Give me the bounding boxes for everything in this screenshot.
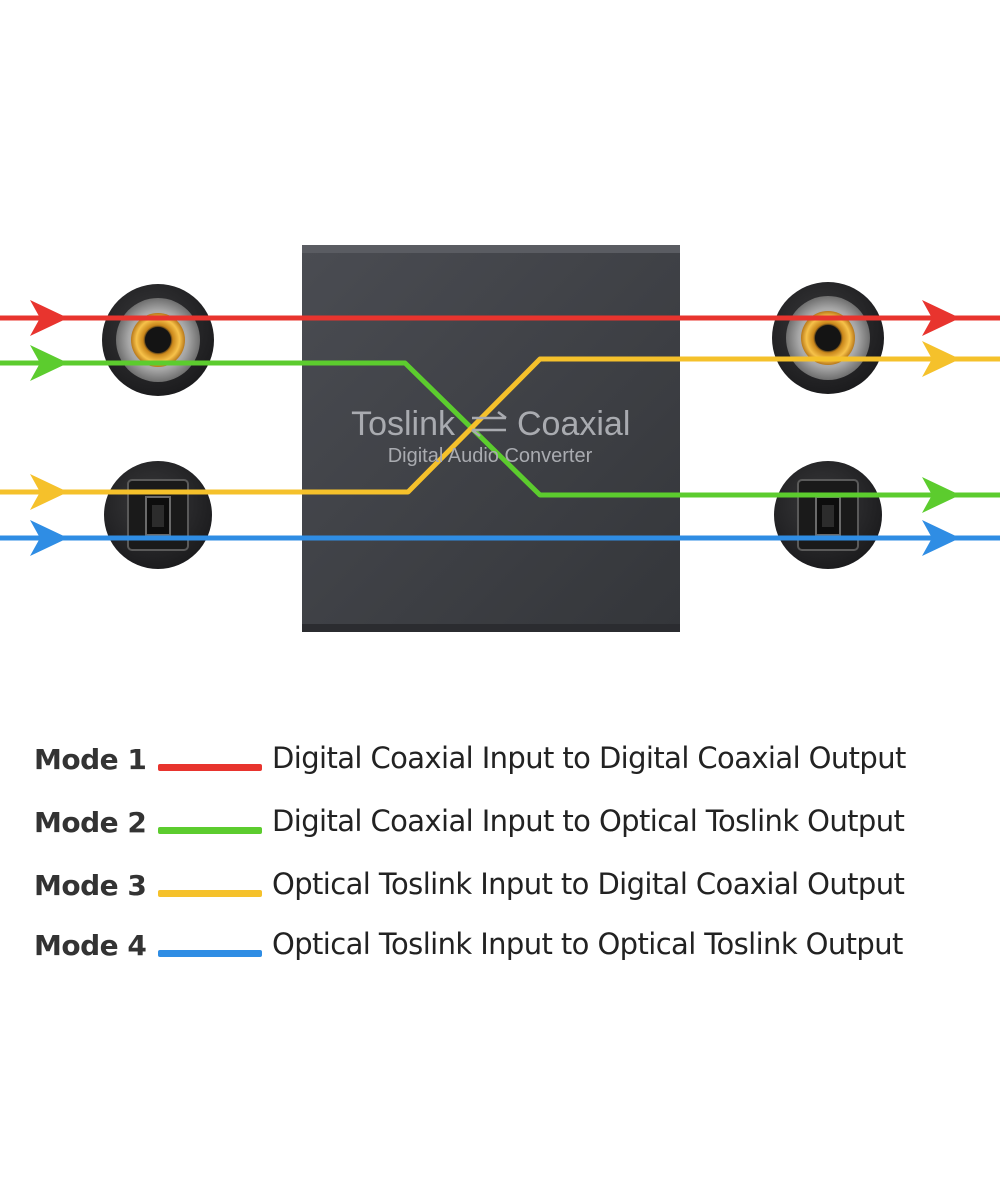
converter-box bbox=[302, 245, 680, 632]
mode-description: Optical Toslink Input to Digital Coaxial… bbox=[272, 867, 905, 901]
mode-2-arrow-in bbox=[30, 345, 68, 381]
mode-4-arrow-in bbox=[30, 520, 68, 556]
mode-label: Mode 3 bbox=[34, 869, 147, 902]
mode-color-swatch bbox=[158, 950, 262, 957]
mode-color-swatch bbox=[158, 764, 262, 771]
converter-diagram: Toslink Coaxial Digital Audio Converter bbox=[0, 245, 1000, 632]
mode-3-arrow-out bbox=[922, 341, 960, 377]
legend-row-mode-3: Mode 3 Optical Toslink Input to Digital … bbox=[0, 861, 1000, 911]
mode-label: Mode 2 bbox=[34, 806, 147, 839]
mode-color-swatch bbox=[158, 827, 262, 834]
bidirectional-arrow-icon bbox=[471, 411, 507, 437]
legend-row-mode-2: Mode 2 Digital Coaxial Input to Optical … bbox=[0, 798, 1000, 848]
mode-4-arrow-out bbox=[922, 520, 960, 556]
optical-output-port bbox=[774, 461, 882, 569]
device-title-right: Coaxial bbox=[517, 405, 630, 443]
mode-color-swatch bbox=[158, 890, 262, 897]
mode-label: Mode 4 bbox=[34, 929, 147, 962]
mode-description: Digital Coaxial Input to Optical Toslink… bbox=[272, 804, 905, 838]
mode-3-arrow-in bbox=[30, 474, 68, 510]
device-subtitle: Digital Audio Converter bbox=[388, 445, 593, 467]
mode-1-arrow-out bbox=[922, 300, 960, 336]
mode-description: Optical Toslink Input to Optical Toslink… bbox=[272, 927, 903, 961]
mode-label: Mode 1 bbox=[34, 743, 147, 776]
legend-row-mode-1: Mode 1 Digital Coaxial Input to Digital … bbox=[0, 735, 1000, 785]
device-title-left: Toslink bbox=[351, 405, 456, 443]
coaxial-input-port bbox=[102, 284, 214, 396]
coaxial-output-port bbox=[772, 282, 884, 394]
mode-3-path bbox=[0, 356, 1000, 495]
optical-input-port bbox=[104, 461, 212, 569]
legend-row-mode-4: Mode 4 Optical Toslink Input to Optical … bbox=[0, 921, 1000, 971]
mode-1-arrow-in bbox=[30, 300, 68, 336]
mode-description: Digital Coaxial Input to Digital Coaxial… bbox=[272, 741, 906, 775]
mode-2-arrow-out bbox=[922, 477, 960, 513]
